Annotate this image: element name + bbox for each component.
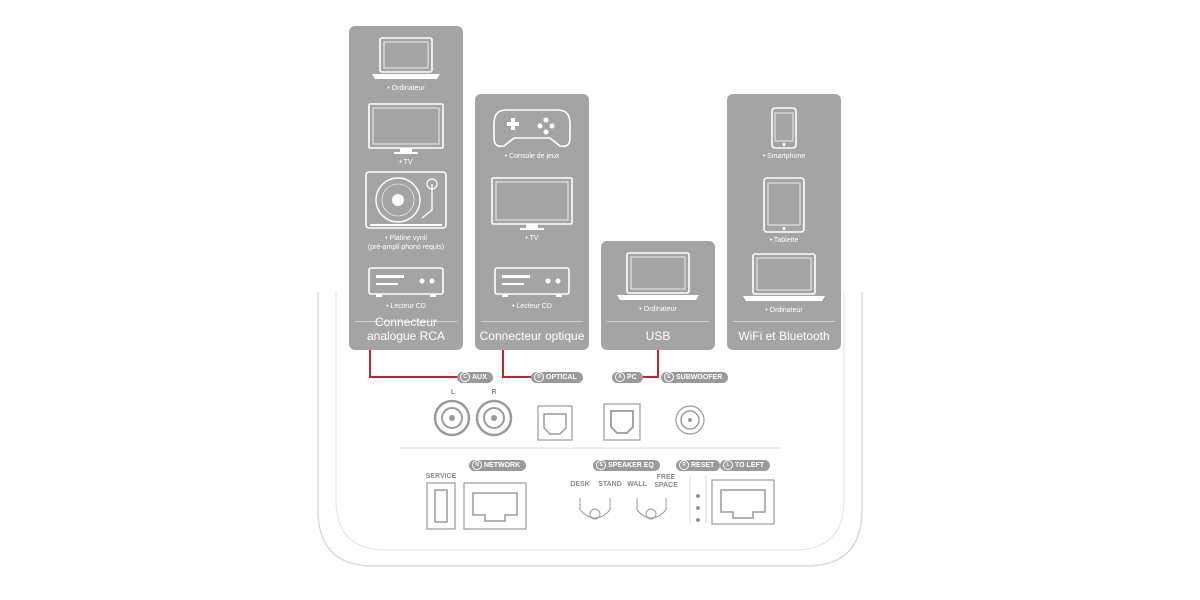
device-label: • Ordinateur: [765, 307, 803, 314]
laptop-icon: [617, 252, 699, 300]
service-usb-port: [426, 482, 456, 530]
card-separator: [481, 321, 583, 322]
device-label: • TV: [525, 235, 539, 242]
reset-button: [696, 494, 700, 522]
card-usb: • Ordinateur USB: [601, 241, 715, 350]
card-title: WiFi et Bluetooth: [738, 329, 830, 343]
card-optical: • Console de jeux • TV • Lecteur CD: [475, 94, 589, 350]
ethernet-port: [463, 482, 527, 530]
optical-port: [537, 405, 573, 441]
card-title: Connecteur analogue RCA: [366, 315, 446, 343]
service-label: SERVICE: [425, 473, 457, 480]
smartphone-icon: [771, 107, 797, 149]
tablet-icon: [763, 177, 805, 233]
card-separator: [355, 321, 457, 322]
laptop-icon: [743, 253, 825, 301]
eq-free-space-label: FREE SPACE: [654, 474, 678, 489]
device-label: • Tablette: [769, 237, 799, 244]
device-label: • Lecteur CD: [512, 303, 552, 310]
usb-to-pc-line: [638, 350, 659, 378]
rca-to-aux-line: [369, 350, 458, 378]
card-separator: [733, 321, 835, 322]
card-wifi-bluetooth: • Smartphone • Tablette • Ordinateur WiF…: [727, 94, 841, 350]
optical-to-port-line: [502, 350, 532, 378]
right-channel-label: R: [491, 389, 497, 396]
usb-b-port: [603, 403, 641, 441]
device-label: • Ordinateur: [387, 85, 425, 92]
rca-right-jack: [475, 399, 513, 437]
eq-wall-label: WALL: [627, 481, 647, 488]
tv-icon: [368, 103, 444, 154]
device-label: • Ordinateur: [639, 306, 677, 313]
to-left-port: [711, 479, 775, 525]
laptop-icon: [372, 37, 440, 79]
speaker-eq-switch: [579, 498, 667, 520]
turntable-icon: [365, 171, 447, 229]
device-label: • Platine vynil (pré-ampli phono requis): [367, 235, 445, 251]
left-channel-label: L: [450, 389, 456, 396]
device-label: • Lecteur CD: [386, 303, 426, 310]
rca-left-jack: [433, 399, 471, 437]
card-separator: [607, 321, 709, 322]
card-rca-analog: • Ordinateur • TV • Platine vynil (pré-a…: [349, 26, 463, 350]
card-title: USB: [645, 329, 671, 343]
device-label: • Smartphone: [762, 153, 806, 160]
subwoofer-jack: [675, 405, 705, 435]
eq-stand-label: STAND: [598, 481, 622, 488]
gamepad-icon: [493, 109, 571, 148]
eq-desk-label: DESK: [570, 481, 590, 488]
cd-player-icon: [494, 267, 570, 297]
device-label: • TV: [399, 159, 413, 166]
device-label: • Console de jeux: [504, 153, 560, 160]
card-title: Connecteur optique: [479, 329, 585, 343]
cd-player-icon: [368, 267, 444, 297]
tv-icon: [491, 177, 573, 230]
